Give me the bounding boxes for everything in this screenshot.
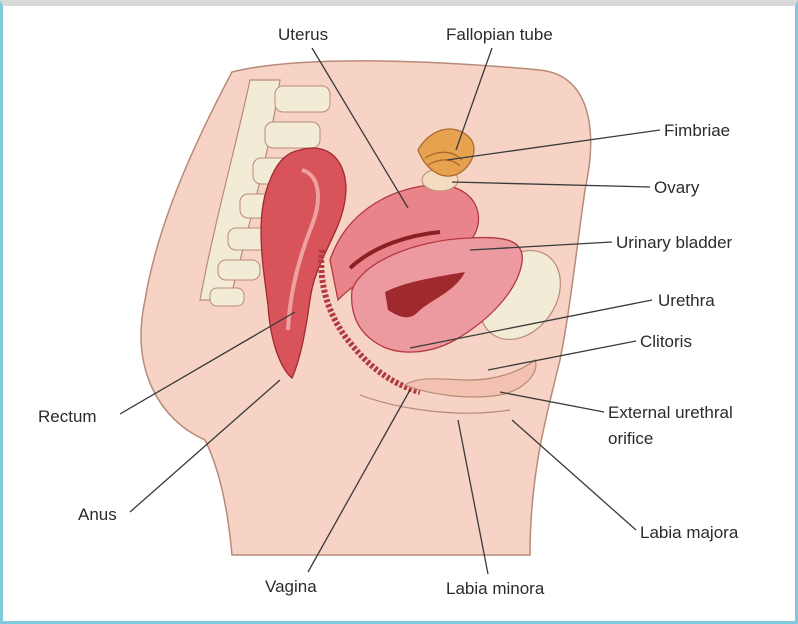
label-uterus: Uterus bbox=[278, 25, 328, 44]
label-urinary-bladder: Urinary bladder bbox=[616, 233, 733, 252]
label-rectum: Rectum bbox=[38, 407, 97, 426]
label-labia-minora: Labia minora bbox=[446, 579, 545, 598]
label-clitoris: Clitoris bbox=[640, 332, 692, 351]
label-external-urethral-orifice-2: orifice bbox=[608, 429, 653, 448]
label-labia-majora: Labia majora bbox=[640, 523, 739, 542]
label-anus: Anus bbox=[78, 505, 117, 524]
label-vagina: Vagina bbox=[265, 577, 317, 596]
label-fallopian-tube: Fallopian tube bbox=[446, 25, 553, 44]
label-fimbriae: Fimbriae bbox=[664, 121, 730, 140]
label-urethra: Urethra bbox=[658, 291, 715, 310]
label-ovary: Ovary bbox=[654, 178, 700, 197]
label-external-urethral-orifice-1: External urethral bbox=[608, 403, 733, 422]
